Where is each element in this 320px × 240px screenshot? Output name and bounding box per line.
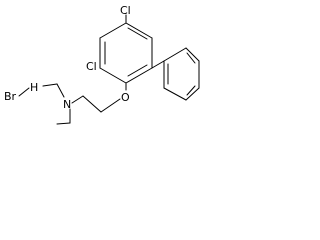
ethyl-upper-terminal-bond <box>42 83 58 87</box>
o-ch2-bond <box>100 98 121 113</box>
nitrogen-label: N <box>63 98 71 111</box>
ch2-n-bond <box>71 95 84 104</box>
chlorine-top-label: Cl <box>120 4 131 17</box>
molecule-structure: Br H Cl Cl O N <box>4 4 200 125</box>
ch2-ch2-bond <box>82 95 102 113</box>
n-ethyl-upper-bond <box>56 83 65 98</box>
phenyl-ring <box>163 47 200 101</box>
oxygen-label: O <box>121 91 130 104</box>
central-benzene-ring <box>99 22 153 84</box>
bromine-label: Br <box>4 90 17 103</box>
hydrogen-label: H <box>30 81 38 94</box>
ethyl-lower-terminal-bond <box>56 122 71 125</box>
br-h-bond <box>18 87 30 97</box>
ring-to-phenyl-bond <box>151 60 165 69</box>
chlorine-left-label: Cl <box>86 60 97 73</box>
